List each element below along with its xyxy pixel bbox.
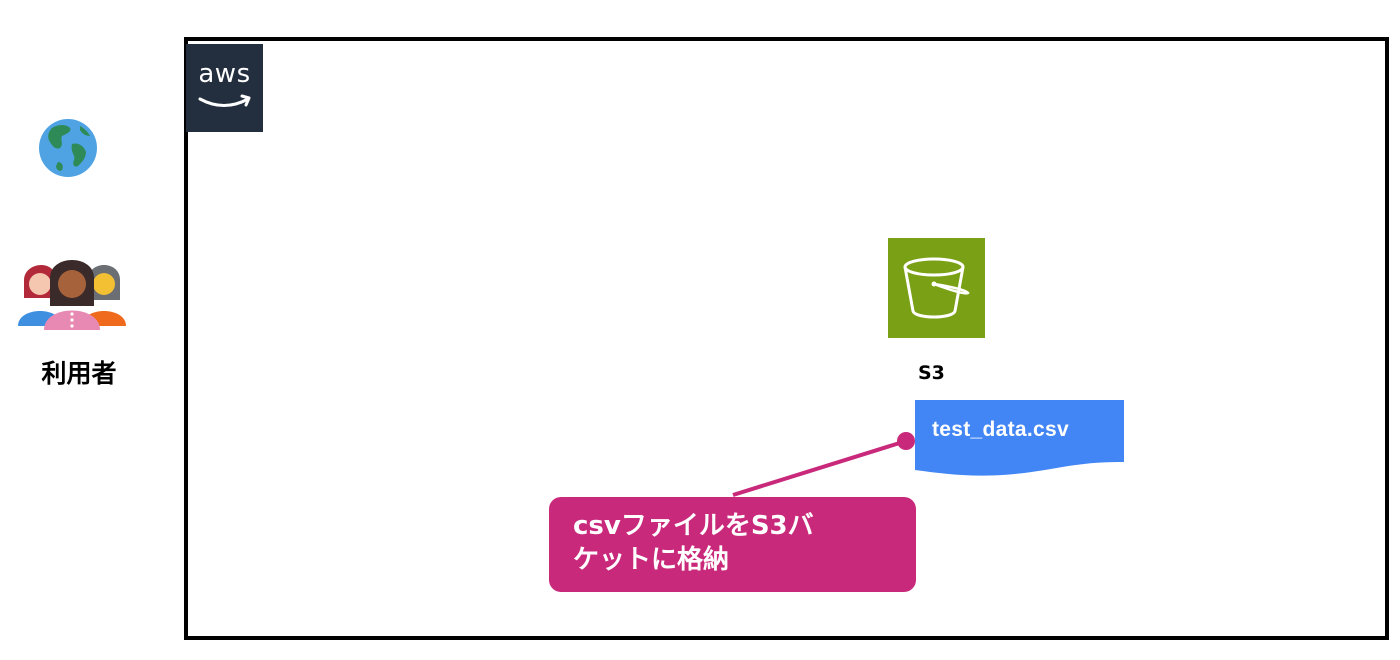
users-label: 利用者: [41, 359, 117, 388]
aws-cloud-boundary: [184, 37, 1389, 640]
aws-logo-text: aws: [198, 59, 251, 89]
csv-file-document-shape: [915, 400, 1124, 476]
aws-smile-arrow-icon: [198, 94, 251, 107]
callout-line-1: csvファイルをS3バ: [573, 511, 814, 541]
users-group-icon: [18, 260, 126, 330]
csv-file-name: test_data.csv: [932, 418, 1069, 441]
aws-logo: aws: [186, 44, 263, 132]
globe-icon: [39, 119, 97, 177]
s3-label: S3: [918, 362, 945, 384]
callout-line-2: ケットに格納: [573, 545, 730, 575]
s3-bucket-icon: [888, 238, 985, 338]
callout-note: csvファイルをS3バ ケットに格納: [549, 497, 916, 592]
